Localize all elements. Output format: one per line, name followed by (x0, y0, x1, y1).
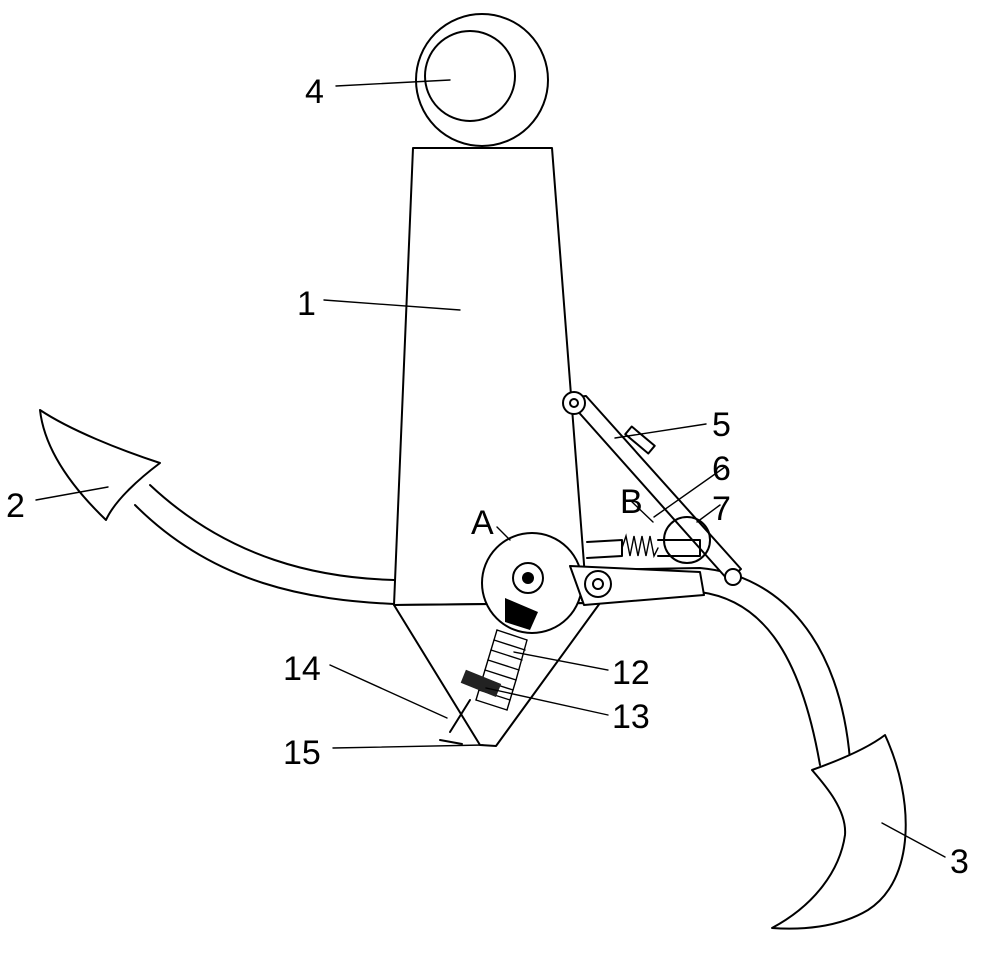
right-shovel-arm (579, 567, 907, 930)
label-2: 2 (6, 487, 25, 525)
upper-link-arm (562, 391, 742, 586)
label-12: 12 (612, 654, 650, 692)
pivot-link (569, 565, 705, 606)
label-6: 6 (712, 450, 731, 488)
label-4: 4 (305, 73, 324, 111)
label-B: B (620, 483, 643, 521)
label-7: 7 (712, 490, 731, 528)
label-3: 3 (950, 843, 969, 881)
spring-assembly (439, 598, 538, 745)
small-spring-assembly (586, 516, 711, 564)
label-A: A (471, 504, 494, 542)
left-blade-arm (39, 409, 395, 605)
leader-lines (35, 79, 946, 858)
label-13: 13 (612, 698, 650, 736)
label-15: 15 (283, 734, 321, 772)
label-5: 5 (712, 406, 731, 444)
label-1: 1 (297, 285, 316, 323)
label-14: 14 (283, 650, 321, 688)
top-wheel (415, 13, 549, 147)
